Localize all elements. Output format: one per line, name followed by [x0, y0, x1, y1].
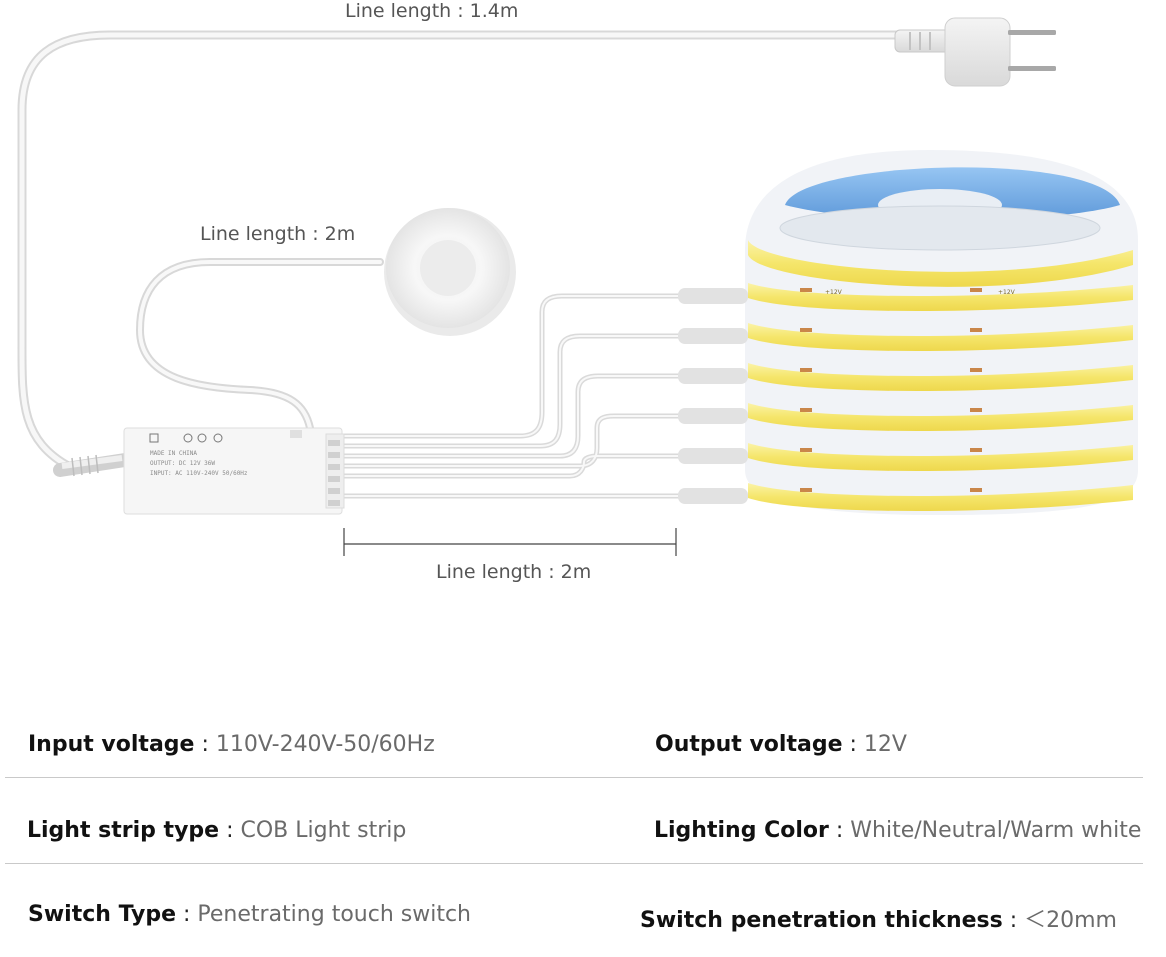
- controller-box: MADE IN CHINA OUTPUT: DC 12V 36W INPUT: …: [123, 427, 345, 515]
- output-dimension-marker: [343, 528, 677, 556]
- spec-value: 12V: [863, 732, 907, 757]
- controller-mark-2: OUTPUT: DC 12V 36W: [150, 460, 215, 467]
- spec-value: ＜20mm: [1024, 908, 1117, 933]
- spec-switch-type: Switch Type : Penetrating touch switch: [28, 902, 471, 927]
- controller-mark-3: INPUT: AC 110V-240V 50/60Hz: [150, 470, 248, 477]
- spec-value: 110V-240V-50/60Hz: [215, 732, 435, 757]
- spec-value: Penetrating touch switch: [197, 902, 471, 927]
- controller-markings: MADE IN CHINA OUTPUT: DC 12V 36W INPUT: …: [150, 450, 248, 477]
- sensor-cable-length-label: Line length : 2m: [200, 223, 356, 245]
- led-strip-reel: +12V +12V: [678, 150, 1138, 515]
- strip-label-left: +12V: [825, 289, 843, 296]
- spec-key: Lighting Color: [654, 818, 829, 843]
- controller-mark-1: MADE IN CHINA: [150, 450, 197, 457]
- spec-switch-penetration-thickness: Switch penetration thickness : ＜20mm: [640, 908, 1117, 933]
- power-cable: [17, 30, 905, 477]
- copper-pads: [800, 288, 982, 492]
- output-cables: [337, 293, 693, 499]
- strip-label-right: +12V: [998, 289, 1016, 296]
- spec-value: White/Neutral/Warm white: [850, 818, 1142, 843]
- spec-key: Light strip type: [27, 818, 220, 843]
- strip-connectors: [678, 288, 748, 504]
- strip-coils: [748, 240, 1133, 512]
- power-plug: [894, 17, 1056, 87]
- strain-relief-ridges: [71, 454, 99, 477]
- spec-input-voltage: Input voltage : 110V-240V-50/60Hz: [28, 732, 435, 757]
- plug-cable-length-label: Line length : 1.4m: [345, 0, 519, 22]
- spec-output-voltage: Output voltage : 12V: [655, 732, 907, 757]
- spec-key: Switch penetration thickness: [640, 908, 1003, 933]
- sensor-cable: [135, 258, 384, 432]
- touch-sensor: [384, 208, 516, 336]
- row-divider: [5, 863, 1143, 864]
- certification-icons: [149, 433, 223, 443]
- product-diagram: MADE IN CHINA OUTPUT: DC 12V 36W INPUT: …: [17, 17, 1138, 556]
- output-cable-length-label: Line length : 2m: [436, 561, 592, 583]
- spec-row-strip: Light strip type : COB Light strip Light…: [0, 804, 1166, 864]
- spec-value: COB Light strip: [240, 818, 407, 843]
- row-divider: [5, 777, 1143, 778]
- spec-row-voltage: Input voltage : 110V-240V-50/60Hz Output…: [0, 718, 1166, 778]
- spec-light-strip-type: Light strip type : COB Light strip: [27, 818, 407, 843]
- spec-lighting-color: Lighting Color : White/Neutral/Warm whit…: [654, 818, 1142, 843]
- spec-key: Switch Type: [28, 902, 176, 927]
- spec-key: Input voltage: [28, 732, 195, 757]
- spec-key: Output voltage: [655, 732, 843, 757]
- spec-row-switch: Switch Type : Penetrating touch switch S…: [0, 888, 1166, 948]
